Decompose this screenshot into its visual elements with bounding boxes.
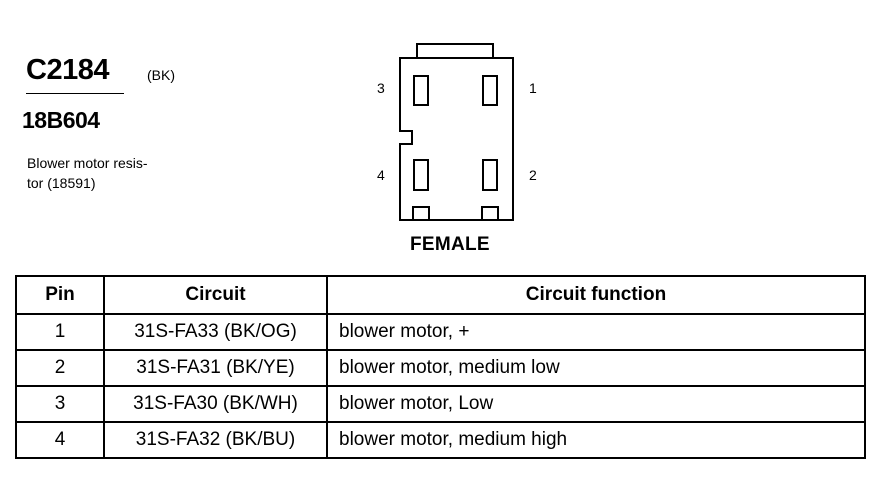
header-circuit: Circuit bbox=[103, 275, 328, 315]
cell-circuit: 31S-FA32 (BK/BU) bbox=[103, 421, 328, 459]
cell-pin: 3 bbox=[15, 385, 105, 423]
cell-function: blower motor, Low bbox=[326, 385, 866, 423]
cell-function: blower motor, medium high bbox=[326, 421, 866, 459]
connector-description: Blower motor resis- tor (18591) bbox=[27, 153, 187, 193]
header-circuit-function: Circuit function bbox=[326, 275, 866, 315]
connector-latch-tab bbox=[416, 43, 494, 58]
cell-circuit: 31S-FA31 (BK/YE) bbox=[103, 349, 328, 387]
cell-function: blower motor, medium low bbox=[326, 349, 866, 387]
terminal-cavity-3 bbox=[413, 75, 429, 106]
title-underline bbox=[26, 93, 124, 94]
table-row: 2 31S-FA31 (BK/YE) blower motor, medium … bbox=[15, 349, 866, 387]
bottom-window-right bbox=[481, 206, 499, 221]
table-row: 1 31S-FA33 (BK/OG) blower motor, + bbox=[15, 313, 866, 351]
bottom-window-left bbox=[412, 206, 430, 221]
cell-pin: 1 bbox=[15, 313, 105, 351]
header-pin: Pin bbox=[15, 275, 105, 315]
table-row: 4 31S-FA32 (BK/BU) blower motor, medium … bbox=[15, 421, 866, 459]
pin-label-2: 2 bbox=[529, 167, 537, 183]
pin-label-3: 3 bbox=[377, 80, 385, 96]
connector-face-diagram: 3 1 4 2 bbox=[360, 36, 560, 266]
table-header-row: Pin Circuit Circuit function bbox=[15, 275, 866, 315]
cell-circuit: 31S-FA30 (BK/WH) bbox=[103, 385, 328, 423]
description-line-1: Blower motor resis- bbox=[27, 155, 148, 171]
cell-circuit: 31S-FA33 (BK/OG) bbox=[103, 313, 328, 351]
cell-function: blower motor, + bbox=[326, 313, 866, 351]
connector-body-outline bbox=[399, 57, 514, 221]
connector-color: (BK) bbox=[147, 67, 175, 83]
pinout-table: Pin Circuit Circuit function 1 31S-FA33 … bbox=[15, 275, 866, 459]
connector-face-caption: FEMALE bbox=[410, 234, 490, 255]
connector-id: C2184 bbox=[26, 54, 109, 86]
part-number: 18B604 bbox=[22, 107, 100, 133]
pin-label-1: 1 bbox=[529, 80, 537, 96]
table-row: 3 31S-FA30 (BK/WH) blower motor, Low bbox=[15, 385, 866, 423]
terminal-cavity-1 bbox=[482, 75, 498, 106]
cell-pin: 2 bbox=[15, 349, 105, 387]
description-line-2: tor (18591) bbox=[27, 175, 96, 191]
terminal-cavity-4 bbox=[413, 159, 429, 191]
connector-face-svg bbox=[399, 43, 514, 221]
cell-pin: 4 bbox=[15, 421, 105, 459]
terminal-cavity-2 bbox=[482, 159, 498, 191]
pin-label-4: 4 bbox=[377, 167, 385, 183]
